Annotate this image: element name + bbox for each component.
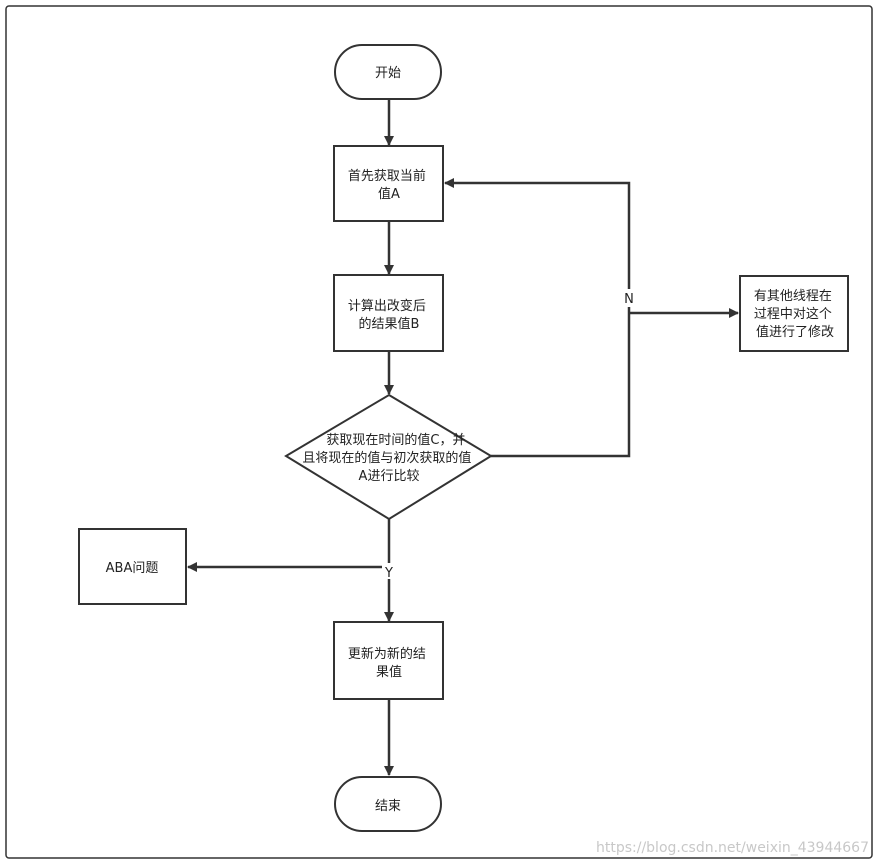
node-compute: 计算出改变后 的结果值B xyxy=(333,274,444,352)
aba-box xyxy=(78,528,187,605)
node-update: 更新为新的结 果值 xyxy=(333,621,444,700)
compute-label: 计算出改变后 的结果值B xyxy=(348,298,430,332)
other-thread-label: 有其他线程在 过程中对这个 值进行了修改 xyxy=(754,289,836,340)
start-label: 开始 xyxy=(375,66,401,81)
node-get-current: 首先获取当前 值A xyxy=(333,145,444,222)
watermark-text: https://blog.csdn.net/weixin_43944667 xyxy=(596,840,869,856)
other-thread-box xyxy=(739,275,849,352)
get-current-label: 首先获取当前 值A xyxy=(348,168,430,202)
update-box xyxy=(333,621,444,700)
end-terminator xyxy=(334,776,442,832)
get-current-box xyxy=(333,145,444,222)
edge-label-yes-bg xyxy=(382,563,396,579)
edge-label-no-bg xyxy=(622,289,636,307)
node-other-thread: 有其他线程在 过程中对这个 值进行了修改 xyxy=(739,275,849,352)
end-label: 结束 xyxy=(375,799,401,814)
node-aba: ABA问题 xyxy=(78,528,187,605)
edge-label-yes: Y xyxy=(384,566,393,581)
node-start: 开始 xyxy=(334,44,442,100)
edge-label-no: N xyxy=(624,292,634,307)
node-end: 结束 xyxy=(334,776,442,832)
update-label: 更新为新的结 果值 xyxy=(348,646,430,680)
node-compare: 获取现在时间的值C，并 且将现在的值与初次获取的值 A进行比较 xyxy=(284,393,493,521)
edge-compare-no-loop xyxy=(444,178,631,458)
compare-diamond xyxy=(284,393,493,521)
compare-label: 获取现在时间的值C，并 且将现在的值与初次获取的值 A进行比较 xyxy=(302,432,475,484)
aba-label: ABA问题 xyxy=(106,561,159,576)
compute-box xyxy=(333,274,444,352)
start-terminator xyxy=(334,44,442,100)
